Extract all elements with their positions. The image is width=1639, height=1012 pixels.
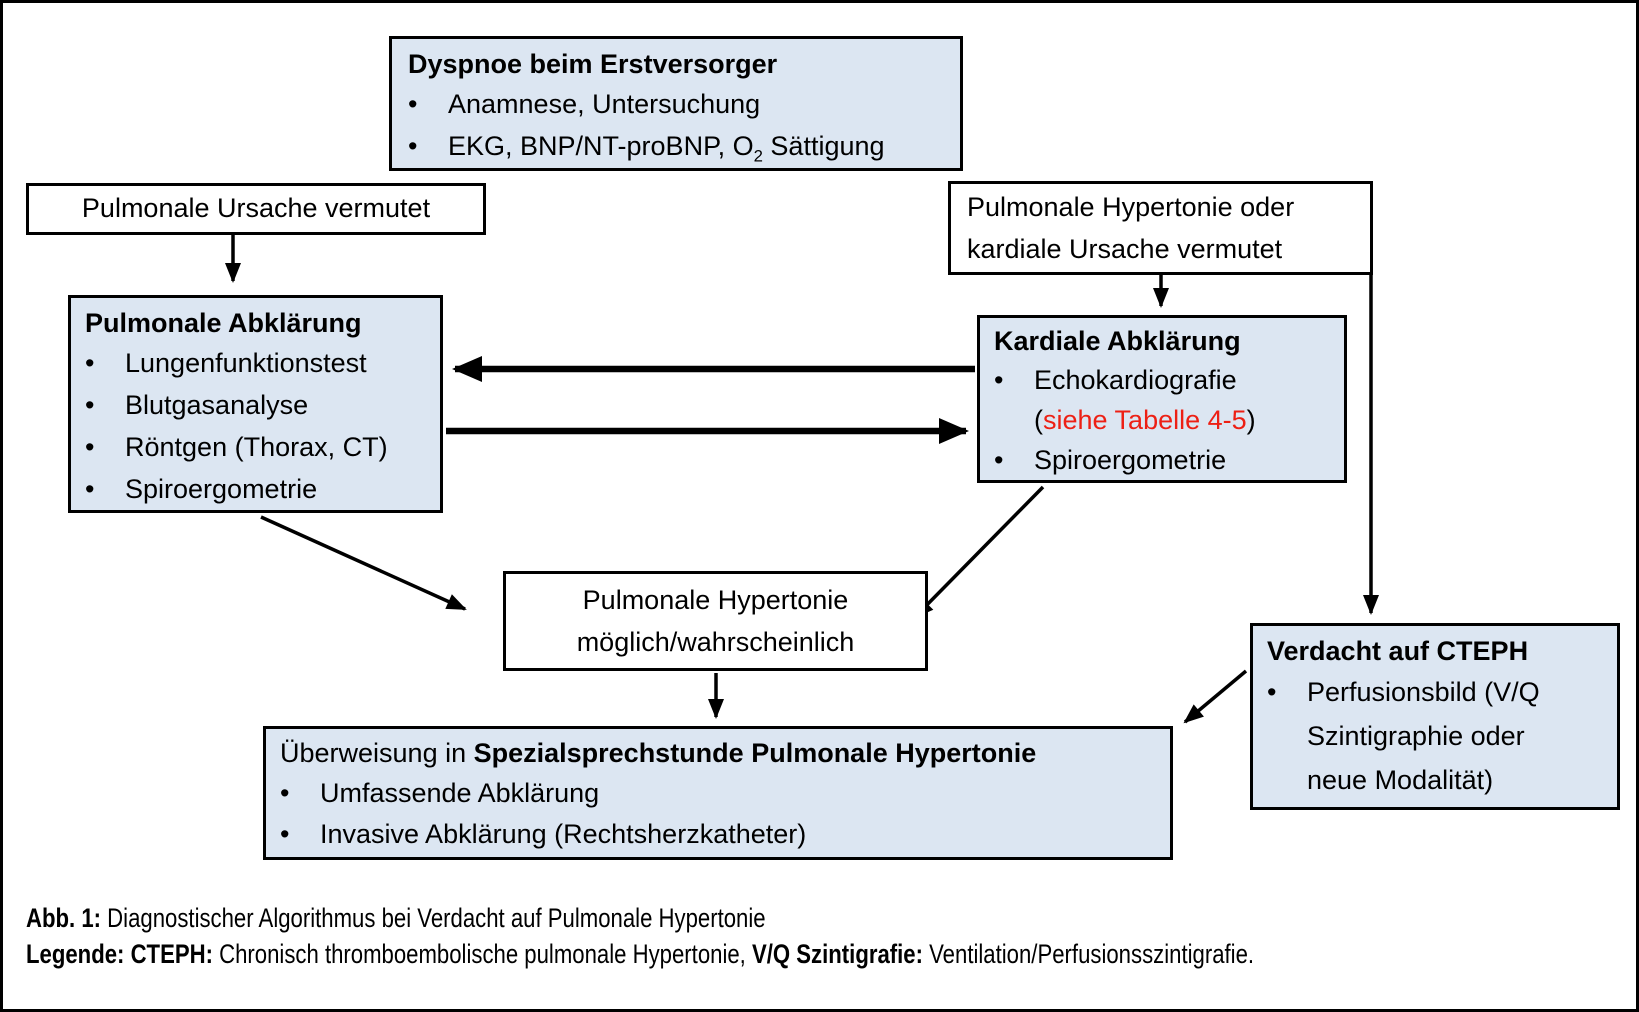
pulmonale-abklaerung-title: Pulmonale Abklärung	[85, 308, 362, 338]
verdacht-cteph-box: Verdacht auf CTEPH • Perfusionsbild (V/Q…	[1250, 623, 1620, 810]
dyspnoe-bullet-anamnese-text: Anamnese, Untersuchung	[448, 89, 761, 119]
figure-caption-text: Diagnostischer Algorithmus bei Verdacht …	[101, 903, 766, 933]
bullet-marker: •	[408, 89, 418, 119]
vq-label: V/Q Szintigrafie:	[751, 939, 923, 969]
cteph-label: CTEPH:	[124, 939, 213, 969]
figure-caption-label: Abb. 1:	[26, 903, 102, 933]
arrow-kardiale-abklaerung-to-ph-moeglich	[913, 485, 1045, 619]
ueberweisung-title: Überweisung in Spezialsprechstunde Pulmo…	[280, 738, 1037, 768]
verdacht-cteph-title: Verdacht auf CTEPH	[1267, 636, 1529, 666]
pulmonale-abklaerung-bullet: • Röntgen (Thorax, CT)	[85, 426, 440, 468]
bullet-marker: •	[994, 445, 1004, 475]
bullet-marker: •	[280, 819, 290, 849]
bullet-marker: •	[408, 131, 418, 161]
cteph-text: Chronisch thromboembolische pulmonale Hy…	[212, 939, 752, 969]
bullet-marker: •	[280, 778, 290, 808]
kardiale-abklaerung-title: Kardiale Abklärung	[994, 326, 1241, 356]
kardiale-ursache-line2: kardiale Ursache vermutet	[967, 234, 1283, 264]
dyspnoe-bullet-ekg-text: EKG, BNP/NT-proBNP, O2 Sättigung	[448, 131, 885, 166]
ph-moeglich-box: Pulmonale Hypertonie möglich/wahrscheinl…	[503, 571, 928, 671]
bullet-marker: •	[85, 348, 95, 378]
ph-moeglich-line1: Pulmonale Hypertonie	[582, 585, 849, 615]
kardiale-abklaerung-box: Kardiale Abklärung • Echokardiografie (s…	[977, 315, 1347, 483]
ueberweisung-box: Überweisung in Spezialsprechstunde Pulmo…	[263, 726, 1173, 860]
bullet-marker: •	[85, 390, 95, 420]
dyspnoe-bullet-anamnese: • Anamnese, Untersuchung	[408, 83, 960, 125]
dyspnoe-bullet-ekg: • EKG, BNP/NT-proBNP, O2 Sättigung	[408, 125, 960, 167]
pulmonale-ursache-text: Pulmonale Ursache vermutet	[81, 193, 431, 223]
arrow-verdacht-cteph-to-ueberweisung	[1183, 669, 1248, 724]
bullet-marker: •	[1267, 677, 1277, 707]
legend-label: Legende:	[26, 939, 125, 969]
kardiale-abklaerung-note: (siehe Tabelle 4-5)	[1034, 405, 1256, 435]
ueberweisung-bullet: • Invasive Abklärung (Rechtsherzkatheter…	[280, 814, 1170, 855]
pulmonale-abklaerung-bullet: • Spiroergometrie	[85, 468, 440, 510]
o2-subscript: 2	[753, 146, 763, 166]
kardiale-ursache-line1: Pulmonale Hypertonie oder	[967, 192, 1295, 222]
pulmonale-abklaerung-box: Pulmonale Abklärung • Lungenfunktionstes…	[68, 295, 443, 513]
bullet-marker: •	[994, 365, 1004, 395]
arrow-pulmonale-abklaerung-to-ph-moeglich	[260, 515, 467, 611]
ueberweisung-bullet: • Umfassende Abklärung	[280, 773, 1170, 814]
bullet-marker: •	[85, 432, 95, 462]
kardiale-ursache-box: Pulmonale Hypertonie oder kardiale Ursac…	[948, 181, 1373, 275]
legend-caption: Legende: CTEPH: Chronisch thromboembolis…	[26, 937, 1254, 971]
ph-moeglich-line2: möglich/wahrscheinlich	[576, 627, 855, 657]
bullet-marker: •	[85, 474, 95, 504]
kardiale-abklaerung-bullet-echo: • Echokardiografie	[994, 360, 1344, 400]
vq-text: Ventilation/Perfusionsszintigrafie.	[922, 939, 1255, 969]
pulmonale-abklaerung-bullet: • Lungenfunktionstest	[85, 342, 440, 384]
dyspnoe-box: Dyspnoe beim Erstversorger • Anamnese, U…	[389, 36, 963, 171]
pulmonale-abklaerung-bullet: • Blutgasanalyse	[85, 384, 440, 426]
dyspnoe-title: Dyspnoe beim Erstversorger	[408, 49, 778, 79]
pulmonale-ursache-box: Pulmonale Ursache vermutet	[26, 183, 486, 235]
kardiale-abklaerung-bullet-spiro: • Spiroergometrie	[994, 440, 1344, 480]
siehe-tabelle-reference: siehe Tabelle 4-5	[1043, 405, 1247, 435]
figure-caption: Abb. 1: Diagnostischer Algorithmus bei V…	[26, 901, 766, 935]
verdacht-cteph-bullet: • Perfusionsbild (V/Q Szintigraphie oder…	[1267, 670, 1617, 802]
